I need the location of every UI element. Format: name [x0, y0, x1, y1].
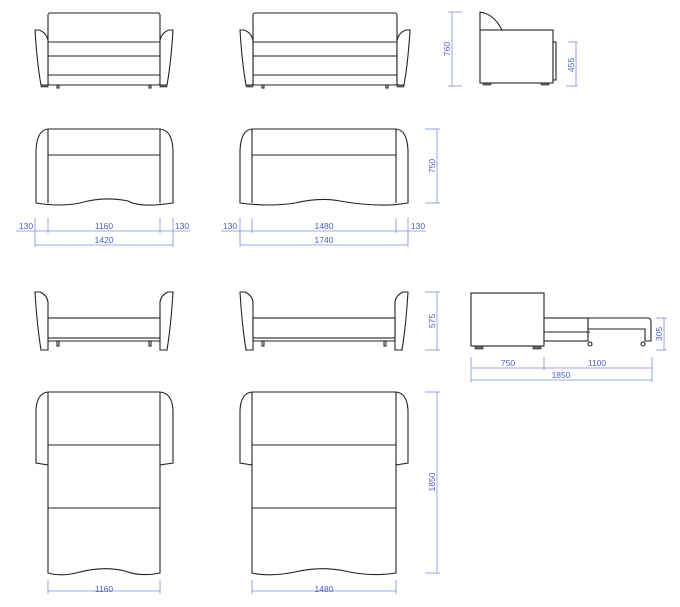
sofa-large-top: 750: [239, 128, 440, 206]
sofa-small-front: [34, 12, 174, 89]
sofa-large-bed-top: 1480 1850: [239, 391, 440, 594]
sofa-side-view: 760 455: [442, 11, 578, 87]
arm-height-label: 575: [427, 314, 437, 328]
bed-height-label: 305: [654, 327, 664, 341]
unfold-ext-label: 1100: [588, 358, 607, 368]
bed-width-label: 1480: [315, 584, 334, 594]
total-width-label: 1420: [95, 235, 114, 245]
bed-width-label: 1160: [95, 584, 114, 594]
sofa-small-top: [35, 128, 174, 206]
sofa-unfolded-side: 305 750 1100 1850: [470, 292, 667, 382]
seat-width-label: 1480: [315, 221, 334, 231]
large-width-dimensions: 130 1480 130 1740: [221, 218, 426, 247]
arm-left-label: 130: [19, 221, 33, 231]
sofa-small-bed-top: 1160: [35, 391, 174, 594]
bed-length-label: 1850: [427, 472, 437, 491]
seat-width-label: 1160: [95, 221, 114, 231]
arm-right-label: 130: [175, 221, 189, 231]
sofa-small-unfolded-front: [34, 291, 174, 351]
arm-right-label: 130: [411, 221, 425, 231]
side-height-label: 760: [442, 42, 452, 56]
unfold-body-label: 750: [501, 358, 515, 368]
total-width-label: 1740: [315, 235, 334, 245]
sofa-large-front: [239, 12, 411, 89]
arm-left-label: 130: [223, 221, 237, 231]
sofa-large-unfolded-front: 575: [239, 291, 440, 351]
depth-label: 750: [427, 159, 437, 173]
unfold-total-label: 1850: [552, 370, 571, 380]
seat-height-label: 455: [566, 58, 576, 72]
small-width-dimensions: 130 1160 130 1420: [16, 218, 190, 247]
